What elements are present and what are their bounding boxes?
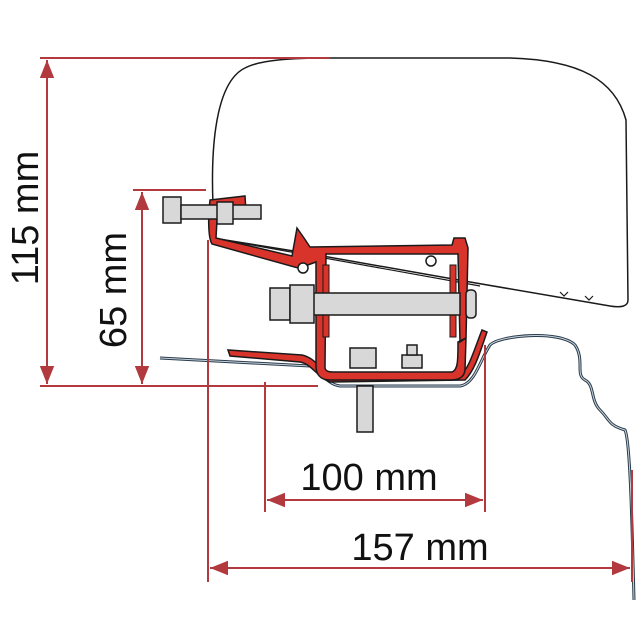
screw-icon	[297, 262, 309, 274]
label-157mm: 157 mm	[351, 527, 488, 569]
horizontal-bolt-washer	[289, 284, 315, 324]
dimension-157	[210, 470, 633, 582]
inner-block	[349, 347, 377, 369]
housing-edge-line	[212, 237, 594, 301]
inner-stud	[406, 344, 418, 356]
label-65mm: 65 mm	[93, 232, 135, 348]
dimension-100	[264, 345, 486, 512]
clamp-bolt-head	[162, 196, 182, 224]
dimension-115	[39, 57, 330, 387]
awning-housing	[211, 57, 629, 308]
bottom-bolt	[356, 385, 374, 433]
label-100mm: 100 mm	[300, 457, 437, 499]
horizontal-bolt-end	[465, 289, 477, 319]
screw-icon	[425, 255, 437, 267]
horizontal-bolt-nut	[269, 287, 291, 321]
horizontal-bolt-shaft	[299, 292, 461, 316]
dimension-65	[133, 189, 206, 384]
clamp-nut	[216, 201, 234, 225]
inner-nut	[401, 354, 423, 369]
label-115mm: 115 mm	[5, 151, 47, 285]
